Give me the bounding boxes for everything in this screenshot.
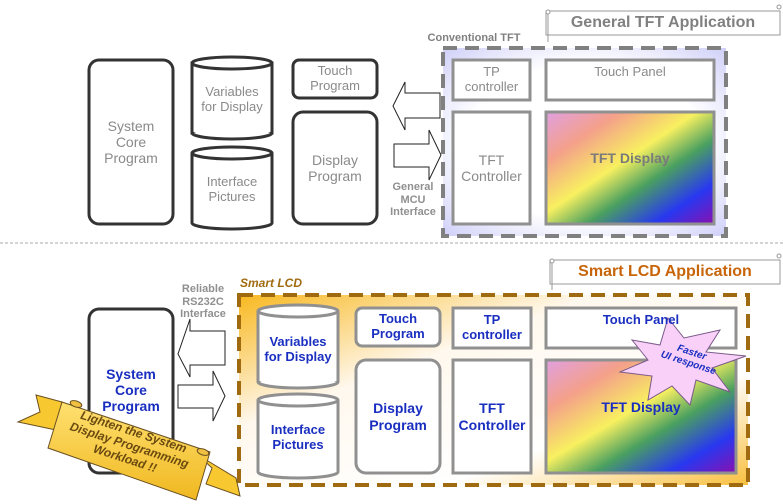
bottom-tp-controller-box xyxy=(451,306,533,350)
top-tft-display-box xyxy=(544,110,716,226)
top-display-program-label: Display Program xyxy=(308,151,362,184)
top-touch-program-box xyxy=(291,58,379,100)
top-variables-cylinder xyxy=(190,55,274,141)
top-touch-panel-box xyxy=(544,58,716,102)
top-interface-pictures-label: Interface Pictures xyxy=(206,174,258,204)
bottom-arrow-right xyxy=(177,370,226,422)
bottom-tft-controller-label: TFT Controller xyxy=(458,400,526,433)
top-touch-panel-label: Touch Panel xyxy=(594,63,666,79)
top-variables-label: Variables for Display xyxy=(201,84,263,114)
bottom-banner-scroll xyxy=(549,253,782,290)
bottom-interface-pictures-cylinder xyxy=(256,392,340,480)
faster-ui-burst xyxy=(618,316,747,407)
conventional-tft-label: Conventional TFT xyxy=(427,31,521,44)
bottom-variables-cylinder xyxy=(256,303,340,390)
top-tp-controller-box xyxy=(451,58,532,102)
top-display-program-box xyxy=(291,110,379,226)
bottom-display-program-label: Display Program xyxy=(369,400,427,433)
bottom-touch-program-label: Touch Program xyxy=(371,311,425,341)
top-banner-title: General TFT Application xyxy=(570,13,756,31)
top-tft-display-label: TFT Display xyxy=(590,149,670,166)
bottom-banner-title: Smart LCD Application xyxy=(578,262,752,280)
bottom-interface-pictures-label: Interface Pictures xyxy=(270,422,326,452)
top-touch-program-label: Touch Program xyxy=(310,63,360,93)
bottom-arrow-left xyxy=(177,318,226,378)
bottom-tft-display-label: TFT Display xyxy=(601,398,681,415)
bottom-variables-label: Variables for Display xyxy=(264,334,332,364)
top-system-core-label: System Core Program xyxy=(104,117,158,167)
top-banner-scroll xyxy=(545,4,782,42)
smart-lcd-label: Smart LCD xyxy=(240,276,303,291)
bottom-tp-controller-label: TP controller xyxy=(462,312,522,342)
top-tft-controller-label: TFT Controller xyxy=(461,151,522,184)
bottom-display-program-box xyxy=(354,358,442,475)
bottom-touch-panel-label: Touch Panel xyxy=(602,311,680,327)
bottom-touch-program-box xyxy=(354,306,442,348)
bottom-tft-controller-box xyxy=(451,358,533,475)
top-arrow-left xyxy=(392,81,441,131)
top-tp-controller-label: TP controller xyxy=(464,64,519,94)
top-arrow-right xyxy=(393,129,442,181)
top-interface-label: General MCU Interface xyxy=(390,181,436,219)
bottom-system-core-label: System Core Program xyxy=(102,365,160,415)
bottom-interface-label: Reliable RS232C Interface xyxy=(180,283,226,321)
top-interface-pictures-cylinder xyxy=(190,145,274,231)
top-system-core-box xyxy=(87,58,175,226)
top-tft-controller-box xyxy=(451,110,532,226)
workload-ribbon xyxy=(16,394,241,501)
